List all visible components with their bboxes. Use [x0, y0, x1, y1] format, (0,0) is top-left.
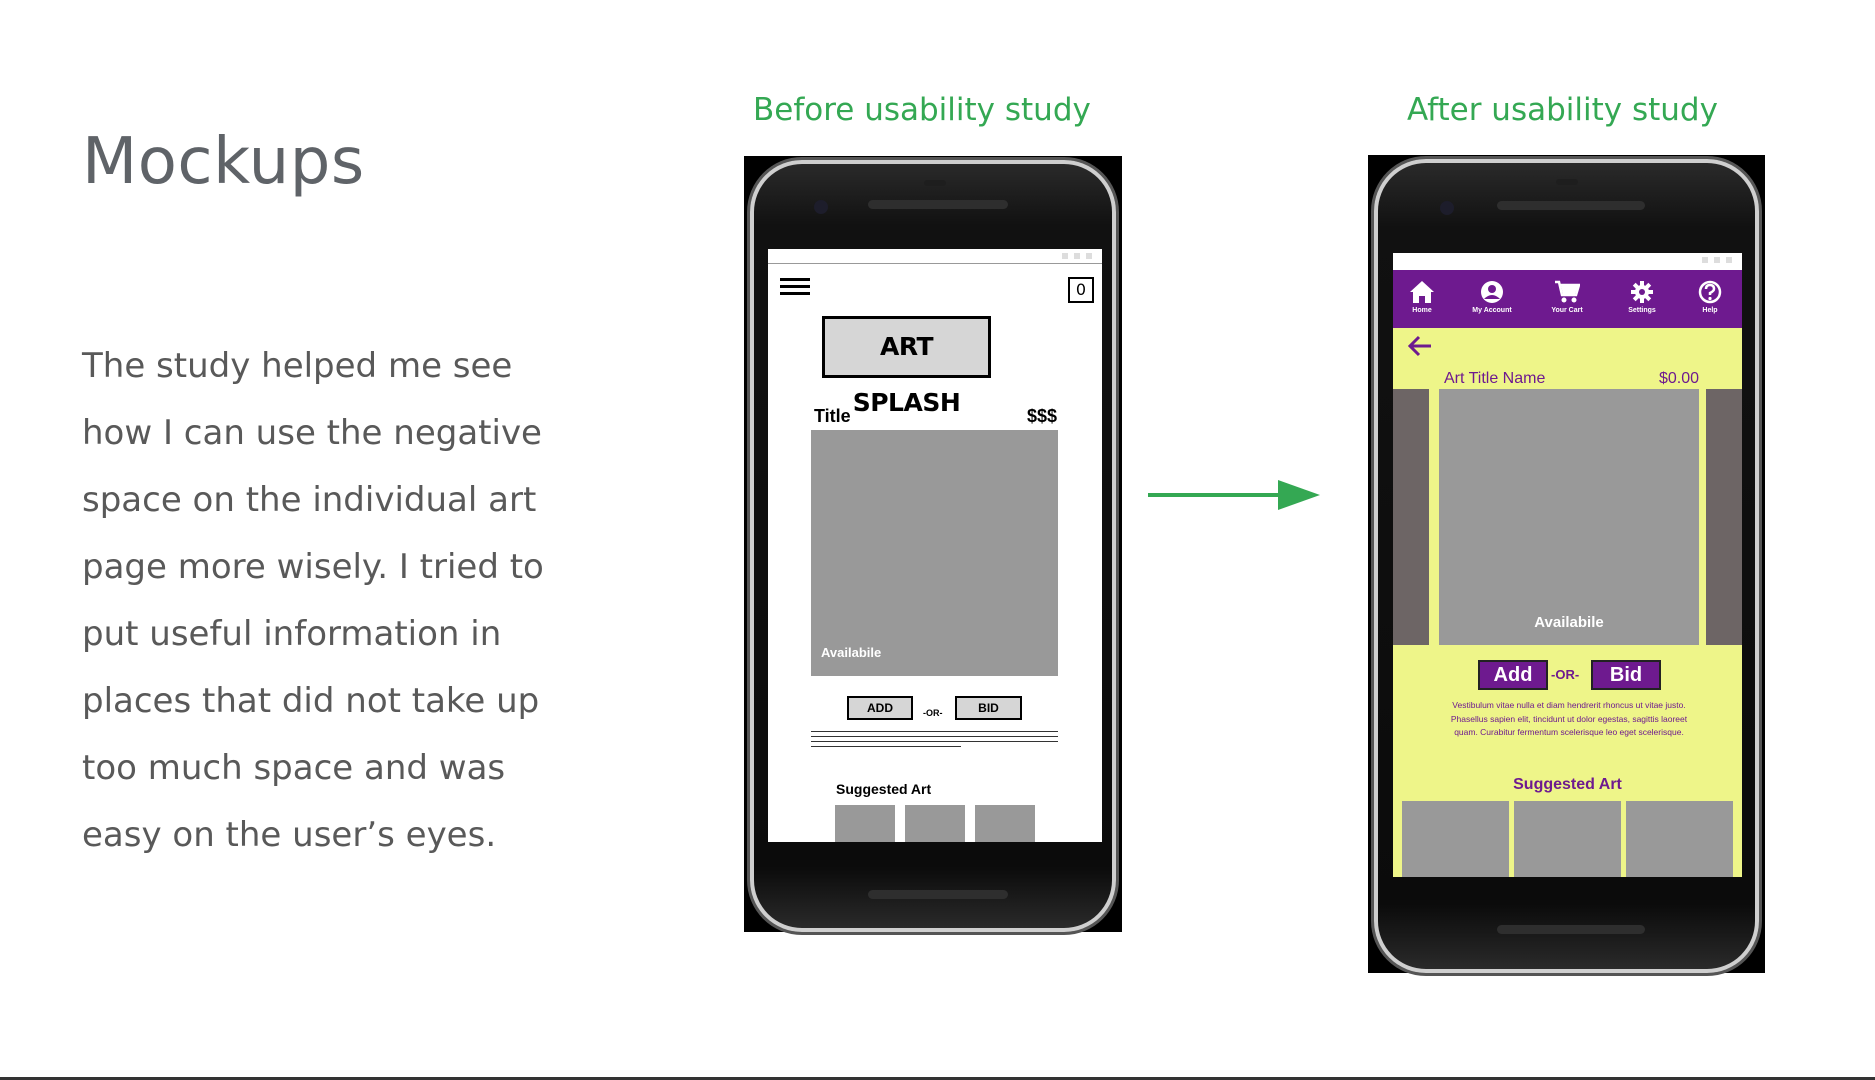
body-line: too much space and was: [82, 748, 506, 788]
add-button[interactable]: Add: [1478, 660, 1548, 690]
status-icon: [1714, 257, 1720, 263]
body-line: put useful information in: [82, 614, 502, 654]
phone-bottom-speaker: [868, 890, 1008, 899]
art-price: $$$: [1026, 406, 1057, 426]
status-icon: [1726, 257, 1732, 263]
suggested-art-thumbnail[interactable]: [1626, 801, 1733, 877]
slide-title: Mockups: [82, 125, 365, 199]
status-icon: [1702, 257, 1708, 263]
body-line: page more wisely. I tried to: [82, 547, 544, 587]
add-button[interactable]: ADD: [847, 696, 913, 720]
account-icon: [1481, 281, 1503, 303]
or-separator: -OR-: [1551, 667, 1580, 682]
phone-sensor: [924, 180, 946, 186]
status-icon: [1086, 253, 1092, 259]
text-placeholder-line: [811, 736, 1058, 737]
bottom-nav-bar: Home My Account Your Cart: [1393, 270, 1742, 328]
bid-button[interactable]: BID: [955, 696, 1022, 720]
art-image: [811, 430, 1058, 676]
phone-sensor: [1556, 179, 1578, 185]
phone-camera: [814, 200, 828, 214]
text-placeholder-line: [811, 741, 1058, 742]
body-line: places that did not take up: [82, 681, 540, 721]
availability-label: Availabile: [821, 645, 882, 660]
suggested-art-thumbnail[interactable]: [1514, 801, 1621, 877]
body-line: space on the individual art: [82, 480, 537, 520]
cart-icon: [1555, 280, 1580, 303]
gear-icon: [1631, 281, 1653, 303]
phone-speaker: [1497, 201, 1645, 210]
body-line: easy on the user’s eyes.: [82, 815, 497, 855]
arrow-right-icon: [1148, 480, 1320, 510]
footer-divider: [0, 1077, 1875, 1080]
nav-help[interactable]: Help: [1683, 270, 1737, 314]
suggested-art-thumbnail[interactable]: [835, 805, 895, 842]
suggested-art-heading: Suggested Art: [1513, 776, 1622, 793]
back-arrow-icon[interactable]: [1407, 335, 1433, 357]
suggested-art-thumbnail[interactable]: [975, 805, 1035, 842]
home-icon: [1410, 281, 1434, 303]
art-title: Art Title Name: [1444, 370, 1546, 387]
phone-speaker: [868, 200, 1008, 209]
previous-art-peek[interactable]: [1393, 389, 1429, 645]
before-screen: 0 ART SPLASH Title $$$ Availabile ADD -O…: [768, 249, 1102, 842]
phone-bottom-speaker: [1497, 925, 1645, 934]
body-line: how I can use the negative: [82, 413, 542, 453]
availability-label: Availabile: [1534, 614, 1604, 631]
slide-body: The study helped me see how I can use th…: [82, 333, 602, 869]
art-description: Vestibulum vitae nulla et diam hendrerit…: [1450, 700, 1688, 737]
suggested-art-thumbnail[interactable]: [905, 805, 965, 842]
art-title: Title: [814, 406, 851, 426]
text-placeholder-line: [811, 731, 1058, 732]
or-separator: -OR-: [923, 708, 943, 718]
help-icon: [1698, 280, 1722, 304]
suggested-art-thumbnail[interactable]: [1402, 801, 1509, 877]
nav-settings[interactable]: Settings: [1615, 270, 1669, 314]
after-phone: Home My Account Your Cart: [1374, 159, 1759, 973]
status-bar: [1393, 253, 1742, 269]
bid-button[interactable]: Bid: [1591, 660, 1661, 690]
status-icon: [1062, 253, 1068, 259]
next-art-peek[interactable]: [1706, 389, 1742, 645]
menu-icon[interactable]: [780, 278, 810, 299]
body-line: The study helped me see: [82, 346, 513, 386]
logo: ART SPLASH: [822, 316, 991, 417]
before-phone: 0 ART SPLASH Title $$$ Availabile ADD -O…: [750, 160, 1116, 932]
status-bar: [768, 249, 1102, 264]
nav-my-account[interactable]: My Account: [1465, 270, 1519, 314]
art-price: $0.00: [1658, 370, 1699, 387]
nav-your-cart[interactable]: Your Cart: [1540, 270, 1594, 314]
cart-count-badge[interactable]: 0: [1068, 277, 1094, 303]
before-caption: Before usability study: [753, 92, 1091, 128]
suggested-art-heading: Suggested Art: [836, 781, 932, 797]
art-image: [1439, 389, 1699, 645]
status-icon: [1074, 253, 1080, 259]
text-placeholder-line: [811, 746, 961, 747]
after-caption: After usability study: [1407, 92, 1718, 128]
nav-home[interactable]: Home: [1395, 270, 1449, 314]
phone-camera: [1440, 201, 1454, 215]
after-screen: Home My Account Your Cart: [1393, 253, 1742, 877]
